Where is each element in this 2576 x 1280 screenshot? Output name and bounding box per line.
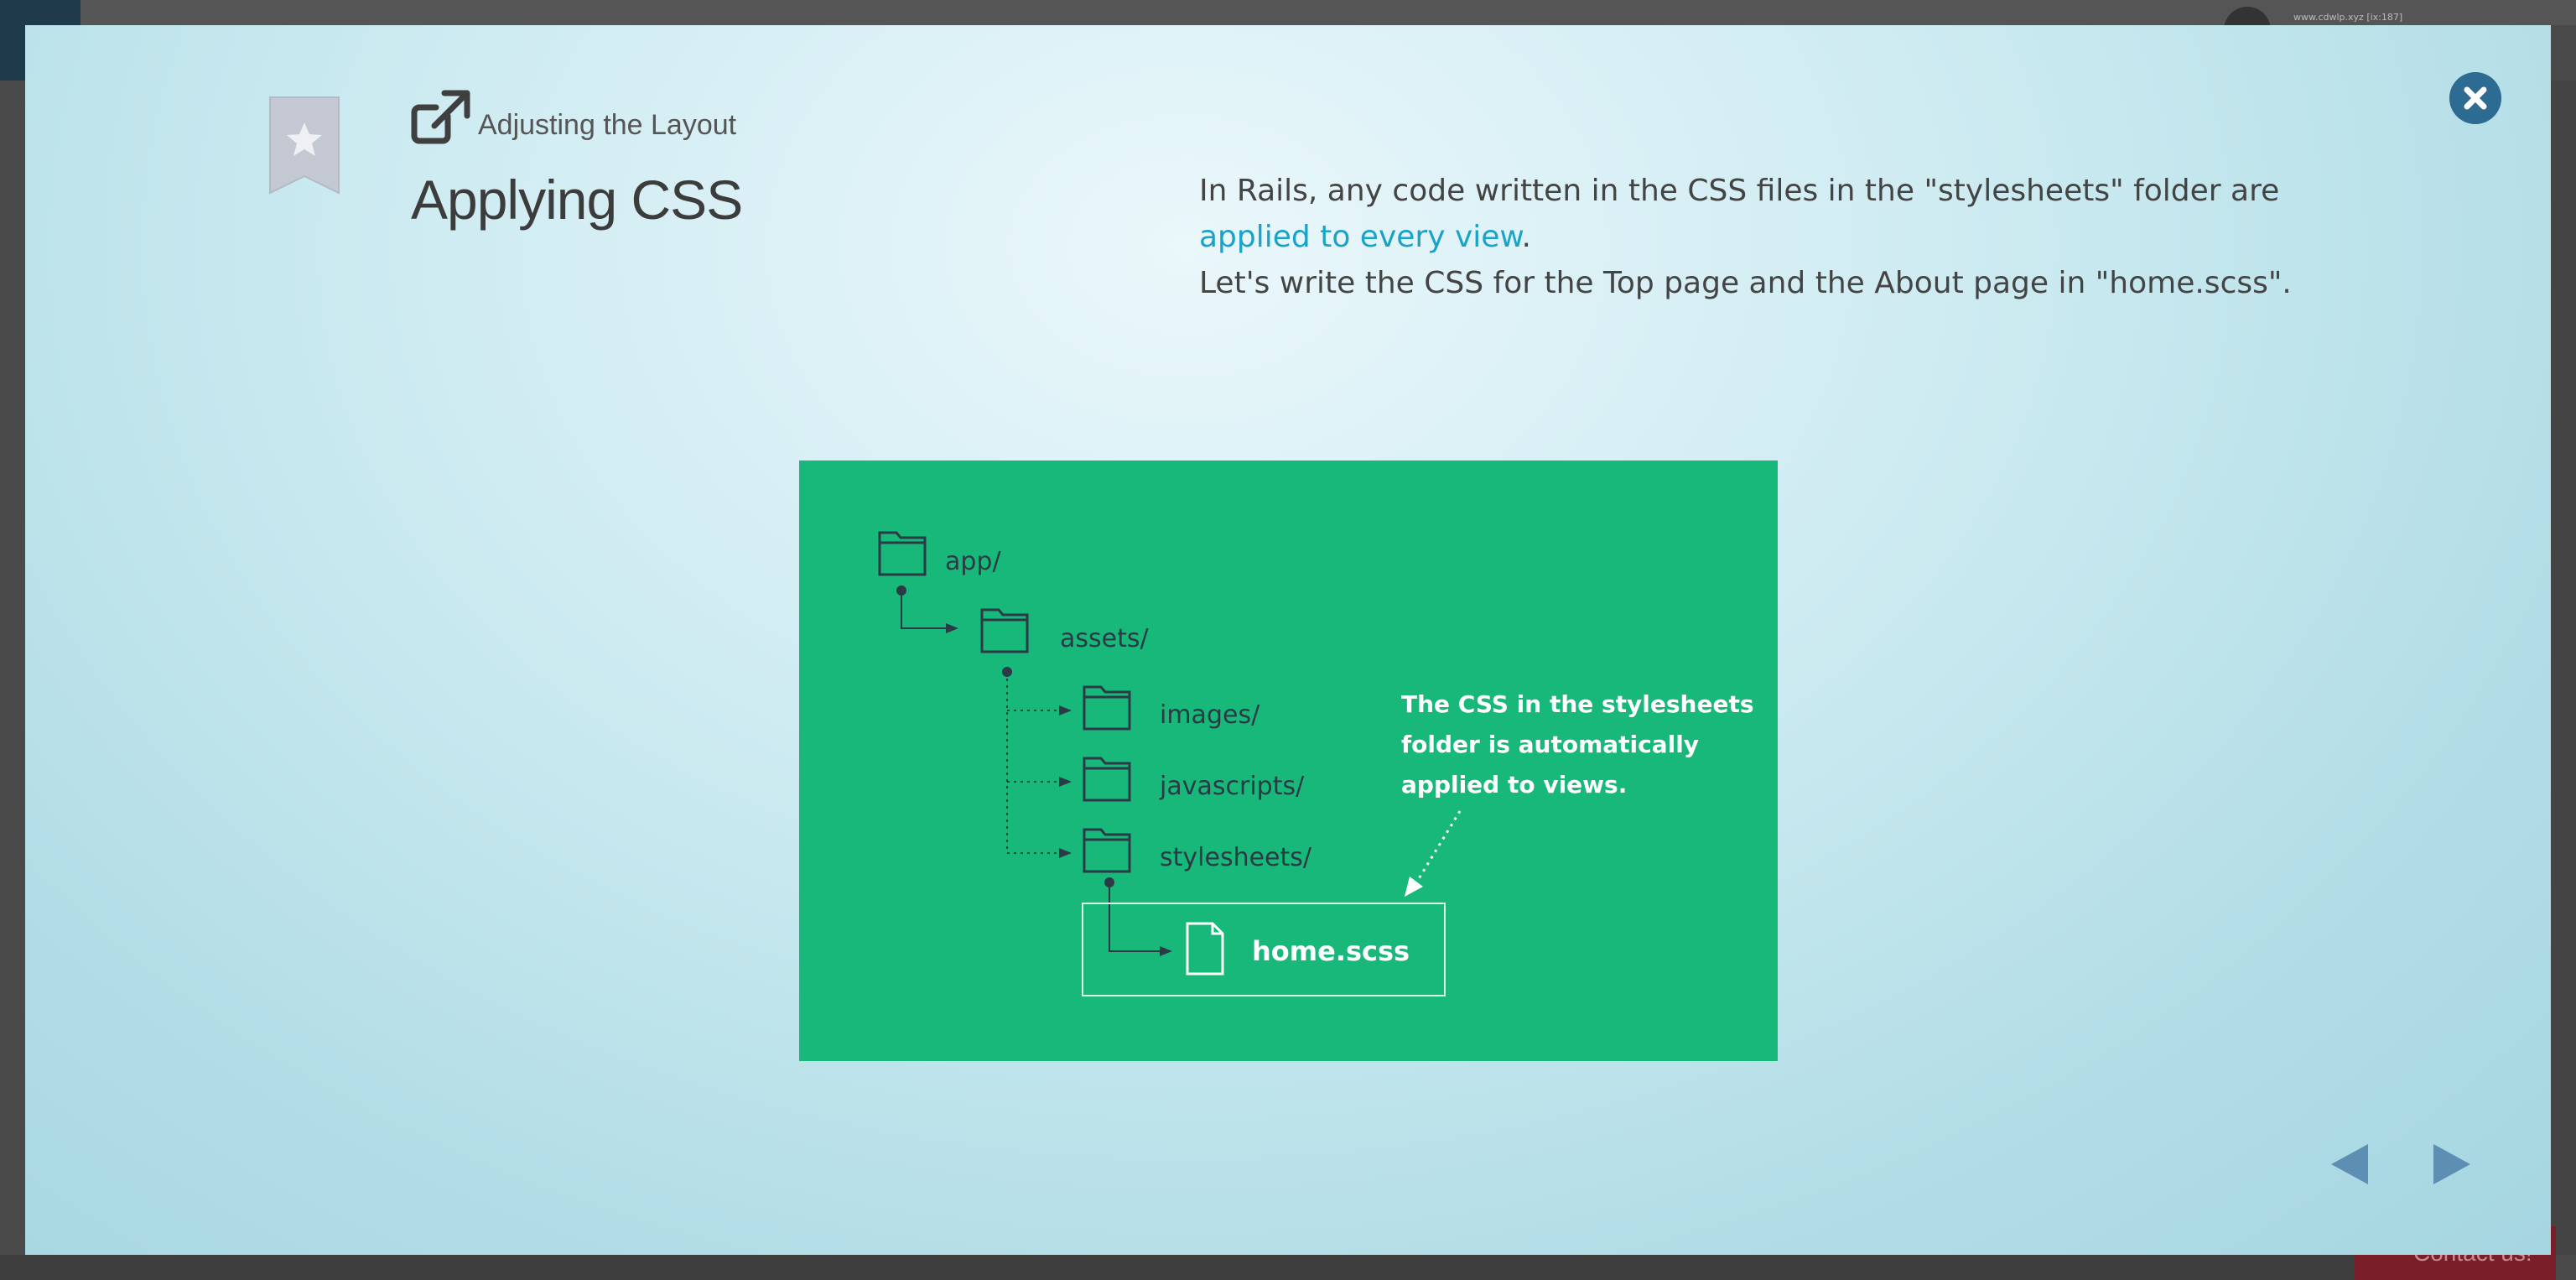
triangle-right-icon[interactable]	[2428, 1141, 2474, 1188]
background-url-text: www.cdwlp.xyz [ix:187]	[2293, 12, 2403, 23]
folder-label-javascripts: javascripts/	[1159, 772, 1305, 801]
slide-description: In Rails, any code written in the CSS fi…	[1199, 168, 2373, 306]
background-topbar	[0, 0, 2576, 25]
folder-icon	[1083, 685, 1131, 731]
note-line-1: The CSS in the stylesheets	[1401, 690, 1754, 718]
folder-icon	[980, 608, 1029, 653]
slide-title: Applying CSS	[411, 169, 743, 231]
folder-icon	[1083, 757, 1131, 802]
folder-label-app: app/	[945, 547, 1001, 576]
note-arrowhead	[1405, 877, 1423, 897]
folder-label-stylesheets: stylesheets/	[1160, 843, 1312, 872]
folder-icon	[1083, 828, 1131, 873]
description-period: .	[1521, 220, 1531, 254]
folder-structure-diagram: app/ assets/ images/ javascripts/ styles…	[799, 460, 1778, 1061]
lesson-subtitle: Adjusting the Layout	[478, 109, 737, 141]
folder-label-assets: assets/	[1060, 624, 1149, 653]
background-bottom-bar	[0, 1255, 2355, 1280]
close-icon[interactable]	[2449, 72, 2501, 124]
description-line-2: Let's write the CSS for the Top page and…	[1199, 266, 2292, 300]
file-icon	[1186, 922, 1224, 976]
file-label-home-scss: home.scss	[1252, 935, 1410, 967]
folder-label-images: images/	[1160, 700, 1260, 730]
triangle-left-icon[interactable]	[2328, 1141, 2373, 1188]
bookmark-star-icon[interactable]	[268, 96, 340, 195]
description-line-1: In Rails, any code written in the CSS fi…	[1199, 174, 2280, 208]
note-line-2: folder is automatically	[1401, 731, 1699, 758]
external-link-icon[interactable]	[411, 89, 471, 144]
folder-icon	[878, 531, 927, 576]
highlight-text: applied to every view	[1199, 220, 1522, 254]
note-line-3: applied to views.	[1401, 771, 1627, 799]
lesson-slide-modal: Adjusting the Layout Applying CSS In Rai…	[25, 25, 2551, 1255]
file-highlight-box	[1082, 903, 1446, 996]
